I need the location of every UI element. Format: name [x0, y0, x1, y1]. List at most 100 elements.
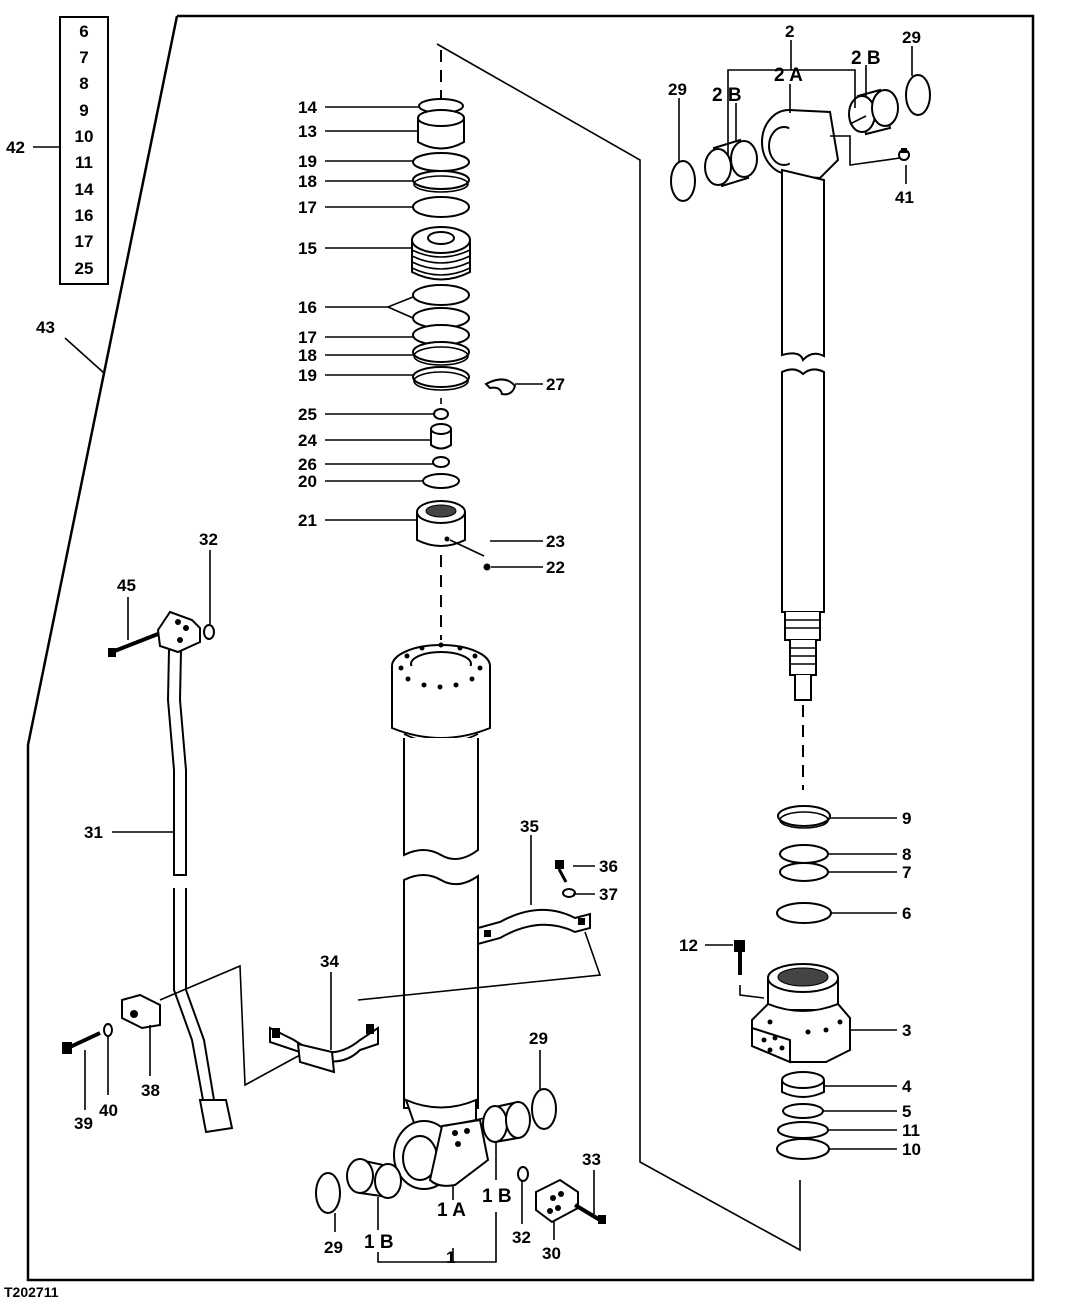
- callout-2B-left: 2 B: [712, 85, 742, 106]
- part-18-ring: [412, 170, 470, 190]
- kit-42-parts-box: 6 7 8 9 10 11 14 16 17 25 42: [6, 16, 109, 285]
- part-34-clamp: [269, 1024, 379, 1074]
- callout-1A: 1 A: [437, 1200, 466, 1221]
- part-29-seal: [531, 1088, 557, 1130]
- callout-26: 26: [298, 455, 317, 474]
- part-19-ring: [412, 366, 470, 388]
- part-19-ring: [412, 152, 470, 172]
- callout-35: 35: [520, 817, 539, 836]
- part-5-seal: [782, 1103, 824, 1119]
- callout-34: 34: [320, 952, 339, 971]
- part-40-washer: [103, 1023, 113, 1037]
- kit-item: 14: [75, 180, 94, 199]
- callout-42: 42: [6, 138, 25, 157]
- callout-2A: 2 A: [774, 65, 803, 86]
- kit-item: 9: [79, 101, 88, 120]
- part-10-seal: [776, 1138, 830, 1160]
- part-6-ring: [776, 902, 832, 924]
- callout-19: 19: [298, 366, 317, 385]
- callout-24: 24: [298, 431, 317, 450]
- callout-20: 20: [298, 472, 317, 491]
- part-31-tube: [166, 649, 234, 1134]
- callout-3: 3: [902, 1021, 911, 1040]
- part-33-bolt: [573, 1203, 606, 1224]
- part-22-ball: [483, 563, 491, 571]
- callout-13: 13: [298, 122, 317, 141]
- part-27-clip: [484, 378, 517, 396]
- callout-41: 41: [895, 188, 914, 207]
- part-1B-bushing-right: [482, 1100, 531, 1144]
- callout-43: 43: [36, 318, 55, 337]
- callout-19: 19: [298, 152, 317, 171]
- figure-id: T202711: [4, 1284, 59, 1300]
- callout-10: 10: [902, 1140, 921, 1159]
- callout-6: 6: [902, 904, 911, 923]
- part-11-seal: [777, 1121, 829, 1139]
- kit-item: 6: [79, 22, 88, 41]
- callout-29: 29: [902, 28, 921, 47]
- callout-45: 45: [117, 576, 136, 595]
- callout-18: 18: [298, 346, 317, 365]
- part-1B-bushing-left: [346, 1158, 402, 1199]
- callout-37: 37: [599, 885, 618, 904]
- part-20-ring: [422, 473, 460, 489]
- callout-27: 27: [546, 375, 565, 394]
- callout-33: 33: [582, 1150, 601, 1169]
- callout-11: 11: [902, 1121, 920, 1140]
- kit-item: 8: [79, 74, 88, 93]
- piston-stack: [411, 98, 517, 571]
- callout-36: 36: [599, 857, 618, 876]
- part-2-piston-rod: [761, 109, 840, 701]
- callout-31: 31: [84, 823, 103, 842]
- callout-7: 7: [902, 863, 911, 882]
- callout-5: 5: [902, 1102, 911, 1121]
- part-29-seal: [315, 1172, 341, 1214]
- tube-flange-top: [156, 610, 201, 654]
- callout-2: 2: [785, 22, 794, 41]
- callout-12: 12: [679, 936, 698, 955]
- callout-9: 9: [902, 809, 911, 828]
- callout-1B-left: 1 B: [364, 1232, 394, 1253]
- kit-item: 11: [75, 153, 93, 172]
- callout-32: 32: [512, 1228, 531, 1247]
- part-32-o-ring: [203, 624, 215, 640]
- callout-17: 17: [298, 328, 317, 347]
- callout-15: 15: [298, 239, 317, 258]
- part-35-clamp: [477, 909, 591, 946]
- callout-21: 21: [298, 511, 317, 530]
- part-15-piston: [411, 226, 471, 281]
- part-29-seal: [670, 160, 696, 202]
- callout-8: 8: [902, 845, 911, 864]
- callout-labels: 14 13 19 18 17 15 16 17 18 19 25 24 26 2…: [74, 22, 921, 1267]
- kit-item: 16: [75, 206, 94, 225]
- part-9-seal: [777, 805, 831, 827]
- callout-1B-right: 1 B: [482, 1186, 512, 1207]
- callout-17: 17: [298, 198, 317, 217]
- callout-23: 23: [546, 532, 565, 551]
- callout-32: 32: [199, 530, 218, 549]
- part-26-ring: [432, 456, 450, 468]
- leader-lines: [84, 40, 913, 1263]
- part-2B-bushing-right: [848, 88, 899, 136]
- callout-2B-right: 2 B: [851, 48, 881, 69]
- part-7-seal: [779, 862, 829, 882]
- part-45-bolt: [108, 632, 159, 657]
- part-25-ring: [433, 408, 449, 420]
- callout-29: 29: [324, 1238, 343, 1257]
- part-21-nut: [416, 500, 466, 547]
- callout-39: 39: [74, 1114, 93, 1133]
- part-37-washer: [562, 888, 576, 898]
- part-4-bushing: [781, 1071, 825, 1098]
- part-2B-bushing-left: [704, 138, 758, 188]
- part-29-seal: [905, 74, 931, 116]
- part-1-cylinder-barrel: [391, 642, 491, 1190]
- part-24-sleeve: [430, 423, 452, 450]
- callout-30: 30: [542, 1244, 561, 1263]
- callout-1: 1: [446, 1248, 455, 1267]
- kit-item: 10: [75, 127, 94, 146]
- callout-4: 4: [902, 1077, 912, 1096]
- part-36-bolt: [555, 860, 568, 883]
- callout-29: 29: [529, 1029, 548, 1048]
- part-16-ring: [412, 284, 470, 306]
